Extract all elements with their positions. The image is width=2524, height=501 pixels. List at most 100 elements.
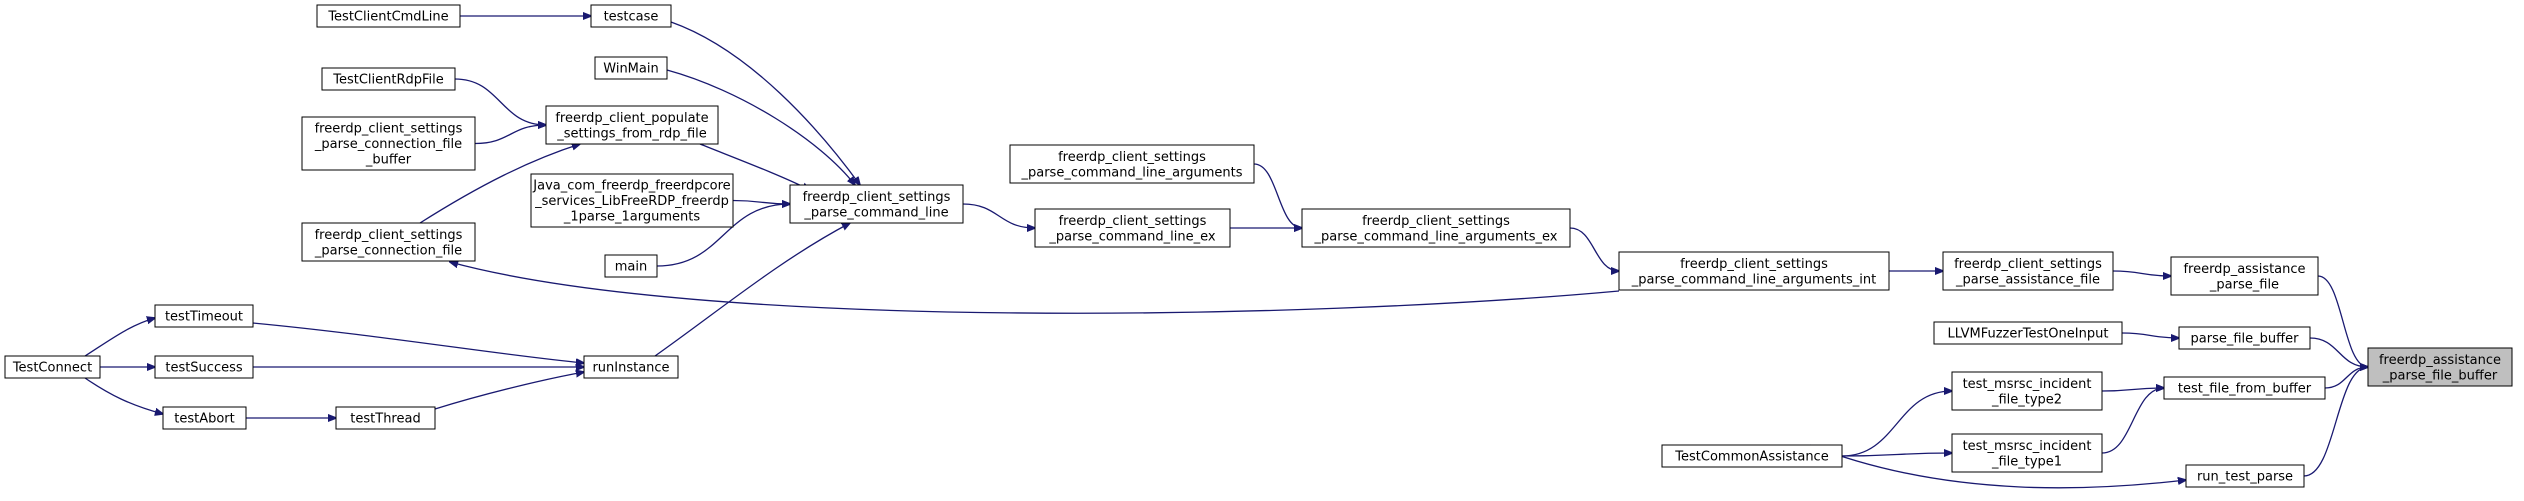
node-conn-file-buffer[interactable]: freerdp_client_settings_parse_connection…: [301, 116, 476, 171]
node-label: _parse_command_line_arguments_ex: [1314, 229, 1558, 244]
node-box: [2367, 347, 2513, 387]
node-label: testSuccess: [165, 361, 243, 376]
node-label: _services_LibFreeRDP_freerdp: [534, 194, 729, 209]
node-box: [1661, 444, 1843, 468]
node-run-test-parse[interactable]: run_test_parse: [2185, 464, 2305, 488]
node-label: freerdp_assistance: [2379, 353, 2501, 368]
node-label: _parse_file_buffer: [2382, 368, 2498, 383]
node-test-client-rdpfile[interactable]: TestClientRdpFile: [321, 67, 456, 91]
edge-cmdline-to-cmdline-ex: [962, 203, 1035, 228]
node-parse-assistance-file[interactable]: freerdp_client_settings_parse_assistance…: [1942, 251, 2114, 291]
node-test-success[interactable]: testSuccess: [154, 355, 254, 379]
node-test-connect[interactable]: TestConnect: [4, 355, 101, 379]
node-label: freerdp_client_settings: [803, 190, 951, 205]
node-box: [1951, 371, 2103, 411]
node-args-int[interactable]: freerdp_client_settings_parse_command_li…: [1618, 251, 1890, 291]
edge-test-client-rdpfile-to-populate: [454, 78, 546, 125]
edge-winmain-to-cmdline: [666, 69, 855, 185]
node-box: [154, 355, 254, 379]
edge-parse-file-to-target: [2317, 275, 2368, 367]
node-label: runInstance: [592, 361, 669, 376]
node-box: [301, 222, 476, 262]
node-label: Java_com_freerdp_freerdpcore: [532, 179, 730, 194]
node-cmdline-ex[interactable]: freerdp_client_settings_parse_command_li…: [1034, 208, 1231, 248]
node-box: [2163, 376, 2326, 400]
node-box: [335, 406, 436, 430]
node-box: [316, 4, 461, 28]
node-incident-type2[interactable]: test_msrsc_incident_file_type2: [1951, 371, 2103, 411]
node-label: _1parse_1arguments: [563, 210, 700, 225]
node-args-ex[interactable]: freerdp_client_settings_parse_command_li…: [1301, 208, 1571, 248]
node-args[interactable]: freerdp_client_settings_parse_command_li…: [1009, 144, 1255, 184]
node-test-client-cmdline[interactable]: TestClientCmdLine: [316, 4, 461, 28]
node-label: TestClientCmdLine: [327, 10, 448, 25]
node-parse-file-buffer[interactable]: parse_file_buffer: [2178, 326, 2311, 350]
node-test-common-assistance[interactable]: TestCommonAssistance: [1661, 444, 1843, 468]
node-box: [590, 4, 672, 28]
node-label: test_msrsc_incident: [1963, 377, 2092, 392]
node-label: TestConnect: [12, 361, 92, 376]
node-label: _parse_assistance_file: [1955, 272, 2100, 287]
edge-test-connect-to-test-abort: [84, 377, 163, 414]
node-test-abort[interactable]: testAbort: [162, 406, 247, 430]
edge-test-timeout-to-run-instance: [252, 322, 584, 363]
edge-args-ex-to-args-int: [1569, 227, 1619, 271]
edge-args-to-args-ex: [1253, 163, 1302, 228]
node-label: _parse_connection_file: [314, 137, 462, 152]
node-incident-type1[interactable]: test_msrsc_incident_file_type1: [1951, 433, 2103, 473]
node-main[interactable]: main: [604, 254, 658, 278]
node-llvm-fuzzer[interactable]: LLVMFuzzerTestOneInput: [1933, 321, 2123, 345]
node-test-timeout[interactable]: testTimeout: [154, 304, 254, 328]
node-java-com[interactable]: Java_com_freerdp_freerdpcore_services_Li…: [530, 173, 734, 228]
node-box: [162, 406, 247, 430]
edge-llvm-fuzzer-to-parse-file-buffer: [2121, 332, 2179, 338]
edge-parse-assistance-file-to-parse-file: [2112, 270, 2171, 276]
node-label: _parse_command_line: [803, 205, 948, 220]
node-label: freerdp_client_settings: [1058, 150, 1206, 165]
node-label: freerdp_client_settings: [1680, 257, 1828, 272]
node-label: testAbort: [174, 412, 235, 427]
node-layer: freerdp_assistance_parse_file_bufferfree…: [4, 4, 2513, 488]
edge-test-connect-to-test-timeout: [84, 318, 155, 357]
node-label: main: [615, 260, 647, 275]
node-label: freerdp_client_populate: [555, 111, 708, 126]
node-label: freerdp_client_settings: [315, 228, 463, 243]
node-conn-file[interactable]: freerdp_client_settings_parse_connection…: [301, 222, 476, 262]
node-label: freerdp_client_settings: [1954, 257, 2102, 272]
node-box: [1034, 208, 1231, 248]
node-box: [154, 304, 254, 328]
node-label: freerdp_client_settings: [315, 122, 463, 137]
node-label: _parse_file: [2209, 277, 2279, 292]
node-run-instance[interactable]: runInstance: [583, 355, 679, 379]
node-box: [1951, 433, 2103, 473]
node-label: _file_type1: [1991, 454, 2062, 469]
node-box: [1933, 321, 2123, 345]
edge-main-to-cmdline: [656, 204, 790, 267]
node-label: testThread: [350, 412, 420, 427]
node-box: [2170, 256, 2319, 296]
node-box: [545, 105, 719, 145]
node-winmain[interactable]: WinMain: [594, 56, 668, 80]
node-label: test_file_from_buffer: [2178, 382, 2312, 397]
node-target[interactable]: freerdp_assistance_parse_file_buffer: [2367, 347, 2513, 387]
edge-layer: [84, 16, 2368, 489]
node-box: [1618, 251, 1890, 291]
node-label: run_test_parse: [2197, 470, 2293, 485]
node-box: [604, 254, 658, 278]
edge-test-common-assistance-to-run-test-parse: [1809, 444, 2186, 489]
node-label: _parse_connection_file: [314, 243, 462, 258]
node-test-file-from-buffer[interactable]: test_file_from_buffer: [2163, 376, 2326, 400]
node-box: [583, 355, 679, 379]
node-box: [4, 355, 101, 379]
node-box: [2185, 464, 2305, 488]
node-parse-file[interactable]: freerdp_assistance_parse_file: [2170, 256, 2319, 296]
edge-test-thread-to-run-instance: [434, 372, 584, 410]
node-test-thread[interactable]: testThread: [335, 406, 436, 430]
node-populate[interactable]: freerdp_client_populate_settings_from_rd…: [545, 105, 719, 145]
node-label: LLVMFuzzerTestOneInput: [1948, 327, 2109, 342]
node-cmdline[interactable]: freerdp_client_settings_parse_command_li…: [789, 184, 964, 224]
node-testcase[interactable]: testcase: [590, 4, 672, 28]
node-label: _buffer: [365, 153, 412, 168]
edge-test-common-assistance-to-incident-type2: [1841, 391, 1952, 457]
